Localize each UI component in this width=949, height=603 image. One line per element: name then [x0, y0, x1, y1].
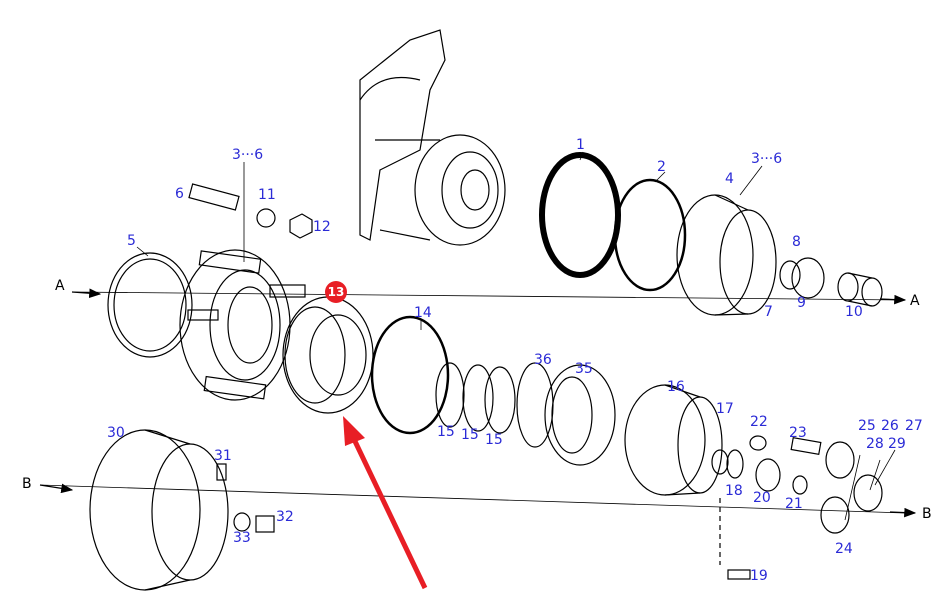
label-1: 1: [576, 137, 585, 153]
part-8-ring: [779, 260, 801, 290]
wheel-hub: [179, 249, 306, 401]
label-26: 26: [881, 418, 899, 434]
label-18: 18: [725, 483, 743, 499]
label-20: 20: [753, 490, 771, 506]
label-33: 33: [233, 530, 251, 546]
label-11: 11: [258, 187, 276, 203]
label-12: 12: [313, 219, 331, 235]
part-11-washer: [256, 208, 276, 228]
part-10-sleeve: [837, 272, 883, 307]
highlight-arrow: [343, 416, 428, 590]
label-30: 30: [107, 425, 125, 441]
label-21: 21: [785, 496, 803, 512]
badge-13-highlight: 13: [325, 281, 347, 303]
part-15-disc: [435, 362, 465, 428]
label-22: 22: [750, 414, 768, 430]
label-15-b: 15: [461, 427, 479, 443]
label-10: 10: [845, 304, 863, 320]
label-36: 36: [534, 352, 552, 368]
label-17: 17: [716, 401, 734, 417]
part-14-oring: [370, 315, 450, 435]
axis-b-left-label: B: [22, 476, 32, 492]
part-21-clip: [792, 475, 808, 495]
label-2: 2: [657, 159, 666, 175]
label-7: 7: [764, 304, 773, 320]
part-35-carrier: [544, 364, 616, 466]
part-4-hub: [676, 194, 777, 316]
label-31: 31: [214, 448, 232, 464]
label-6: 6: [175, 186, 184, 202]
part-22-washer: [749, 435, 767, 451]
part-30-cover: [89, 429, 229, 591]
label-3-6-left: 3···6: [232, 147, 264, 163]
part-12-nut: [289, 213, 313, 239]
part-6-bolt: [188, 183, 240, 211]
axis-b-line: [39, 484, 906, 514]
part-18-ring: [726, 449, 744, 479]
label-14: 14: [414, 305, 432, 321]
label-19: 19: [750, 568, 768, 584]
steering-knuckle: [359, 29, 506, 246]
axis-a-right-label: A: [910, 293, 920, 309]
label-23: 23: [789, 425, 807, 441]
label-15-a: 15: [437, 424, 455, 440]
label-27: 27: [905, 418, 923, 434]
part-17-ring: [711, 449, 729, 475]
label-24: 24: [835, 541, 853, 557]
label-32: 32: [276, 509, 294, 525]
label-35: 35: [575, 361, 593, 377]
label-15-c: 15: [485, 432, 503, 448]
part-9-bearing: [791, 257, 825, 299]
label-25: 25: [858, 418, 876, 434]
part-23-pin: [790, 436, 822, 456]
part-31-bolt: [216, 463, 227, 481]
label-4: 4: [725, 171, 734, 187]
part-20-gear: [755, 458, 781, 492]
label-29: 29: [888, 436, 906, 452]
label-28: 28: [866, 436, 884, 452]
label-8: 8: [792, 234, 801, 250]
axis-a-line: [71, 291, 906, 301]
part-13-bearing: [282, 296, 374, 414]
axis-b-right-label: B: [922, 506, 932, 522]
axis-a-left-label: A: [55, 278, 65, 294]
part-32-plug: [255, 515, 275, 533]
part-2-ring: [613, 178, 687, 292]
part-16-ring-gear: [624, 384, 723, 496]
label-3-6-right: 3···6: [751, 151, 783, 167]
label-5: 5: [127, 233, 136, 249]
part-5-seal: [107, 252, 193, 358]
part-33-washer: [233, 512, 251, 532]
label-16: 16: [667, 379, 685, 395]
label-9: 9: [797, 295, 806, 311]
part-1-ring: [539, 152, 621, 278]
part-24-gear: [825, 441, 855, 479]
